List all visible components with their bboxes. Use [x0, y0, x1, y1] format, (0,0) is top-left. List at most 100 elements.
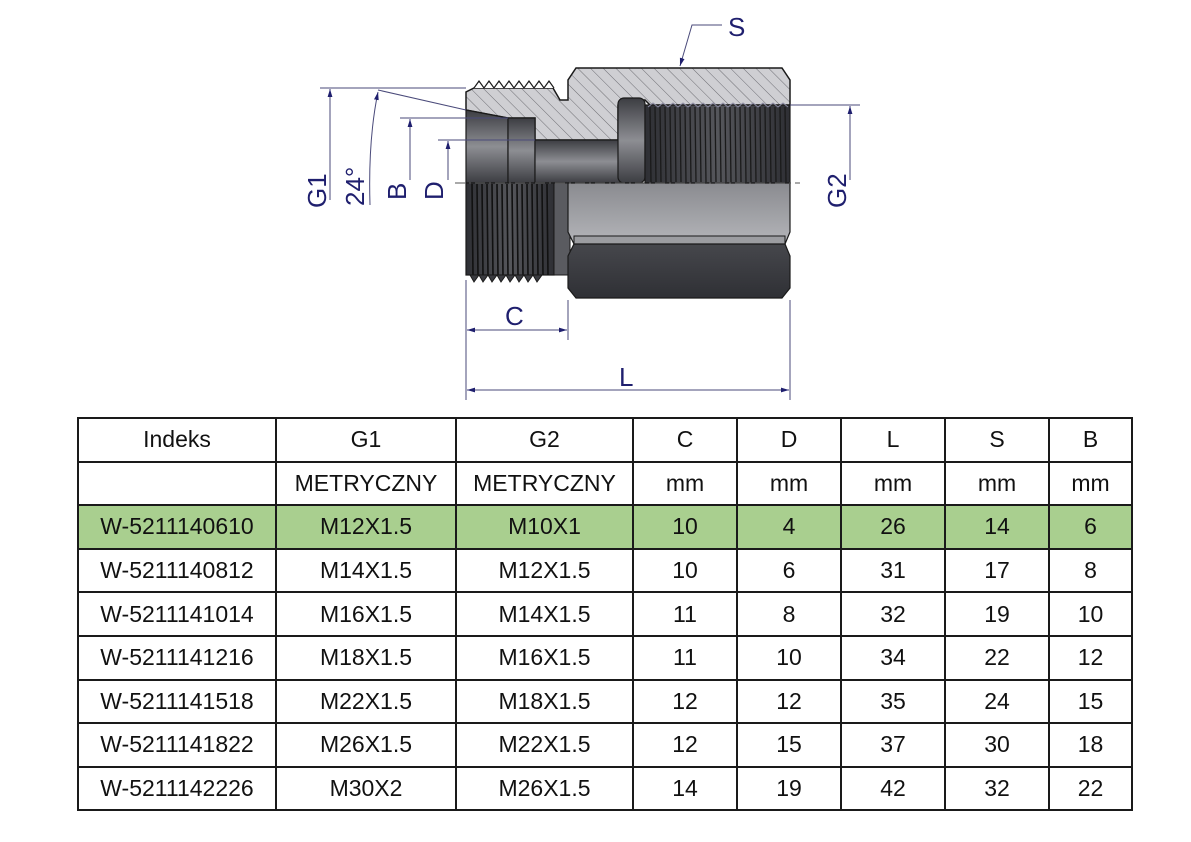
- header-cell: C: [632, 417, 738, 463]
- value-cell: 31: [840, 547, 946, 594]
- value-cell: M26X1.5: [455, 765, 634, 812]
- thread-line: [729, 106, 732, 183]
- value-cell: 22: [944, 634, 1050, 681]
- index-cell: W-5211142226: [77, 765, 277, 812]
- header-cell: Indeks: [77, 417, 277, 463]
- thread-line: [709, 106, 712, 183]
- label-c: C: [505, 301, 524, 331]
- section-cut: [465, 67, 791, 184]
- outside-view: [465, 182, 791, 299]
- thread-line: [719, 106, 722, 183]
- value-cell: 42: [840, 765, 946, 812]
- thread-line: [471, 183, 474, 276]
- thread-line: [516, 183, 519, 276]
- value-cell: 37: [840, 722, 946, 768]
- value-cell: 8: [736, 591, 842, 637]
- unit-cell: mm: [840, 460, 946, 507]
- value-cell: 15: [736, 722, 842, 768]
- thread-line: [694, 106, 697, 183]
- unit-cell: METRYCZNY: [455, 460, 634, 507]
- thread-line: [704, 106, 707, 183]
- value-cell: M18X1.5: [275, 634, 457, 681]
- index-cell: W-5211141014: [77, 591, 277, 637]
- value-cell: 10: [632, 547, 738, 594]
- label-g1: G1: [302, 173, 332, 208]
- thread-line: [679, 106, 682, 183]
- value-cell: 14: [944, 504, 1050, 550]
- unit-cell: mm: [944, 460, 1050, 507]
- value-cell: 15: [1048, 678, 1133, 725]
- value-cell: 10: [736, 634, 842, 681]
- thread-line: [521, 183, 524, 276]
- dimensions-table: Indeks G1 G2 C D L S B METRYCZNY METRYCZ…: [77, 417, 1133, 812]
- thread-line: [506, 183, 509, 276]
- thread-line: [476, 183, 479, 276]
- value-cell: 17: [944, 547, 1050, 594]
- value-cell: 12: [1048, 634, 1133, 681]
- index-cell: W-5211140812: [77, 547, 277, 594]
- header-cell: L: [840, 417, 946, 463]
- value-cell: M14X1.5: [275, 547, 457, 594]
- header-cell: D: [736, 417, 842, 463]
- value-cell: 30: [944, 722, 1050, 768]
- unit-cell: mm: [632, 460, 738, 507]
- value-cell: 35: [840, 678, 946, 725]
- value-cell: M26X1.5: [275, 722, 457, 768]
- label-angle: 24°: [340, 167, 370, 206]
- thread-line: [501, 183, 504, 276]
- value-cell: 6: [1048, 504, 1133, 550]
- thread-line: [664, 106, 667, 183]
- value-cell: 14: [632, 765, 738, 812]
- thread-line: [774, 106, 777, 183]
- value-cell: 22: [1048, 765, 1133, 812]
- thread-line: [724, 106, 727, 183]
- fitting-technical-drawing: S G1 24° B D G2 C L: [302, 12, 860, 400]
- thread-line: [759, 106, 762, 183]
- thread-line: [669, 106, 672, 183]
- value-cell: 10: [632, 504, 738, 550]
- value-cell: 19: [944, 591, 1050, 637]
- value-cell: 18: [1048, 722, 1133, 768]
- value-cell: 32: [840, 591, 946, 637]
- value-cell: 12: [736, 678, 842, 725]
- header-cell: B: [1048, 417, 1133, 463]
- value-cell: M14X1.5: [455, 591, 634, 637]
- thread-line: [779, 106, 782, 183]
- table-unit-row: METRYCZNY METRYCZNY mm mm mm mm mm: [77, 460, 1133, 507]
- value-cell: 19: [736, 765, 842, 812]
- value-cell: 11: [632, 634, 738, 681]
- thread-line: [749, 106, 752, 183]
- value-cell: 10: [1048, 591, 1133, 637]
- value-cell: M22X1.5: [455, 722, 634, 768]
- dimensions: [320, 24, 860, 400]
- value-cell: 26: [840, 504, 946, 550]
- value-cell: M16X1.5: [275, 591, 457, 637]
- thread-line: [674, 106, 677, 183]
- thread-line: [541, 183, 544, 276]
- thread-line: [531, 183, 534, 276]
- thread-line: [784, 106, 787, 183]
- thread-line: [649, 106, 652, 183]
- label-d: D: [419, 181, 449, 200]
- index-cell: W-5211140610: [77, 504, 277, 550]
- index-cell: W-5211141518: [77, 678, 277, 725]
- value-cell: 6: [736, 547, 842, 594]
- label-b: B: [382, 183, 412, 200]
- value-cell: 12: [632, 722, 738, 768]
- value-cell: M16X1.5: [455, 634, 634, 681]
- header-cell: G1: [275, 417, 457, 463]
- index-cell: W-5211141216: [77, 634, 277, 681]
- value-cell: 24: [944, 678, 1050, 725]
- index-cell: W-5211141822: [77, 722, 277, 768]
- value-cell: M12X1.5: [275, 504, 457, 550]
- thread-line: [734, 106, 737, 183]
- table-header-row: Indeks G1 G2 C D L S B: [77, 417, 1133, 463]
- thread-line: [764, 106, 767, 183]
- thread-line: [486, 183, 489, 276]
- value-cell: 34: [840, 634, 946, 681]
- thread-line: [714, 106, 717, 183]
